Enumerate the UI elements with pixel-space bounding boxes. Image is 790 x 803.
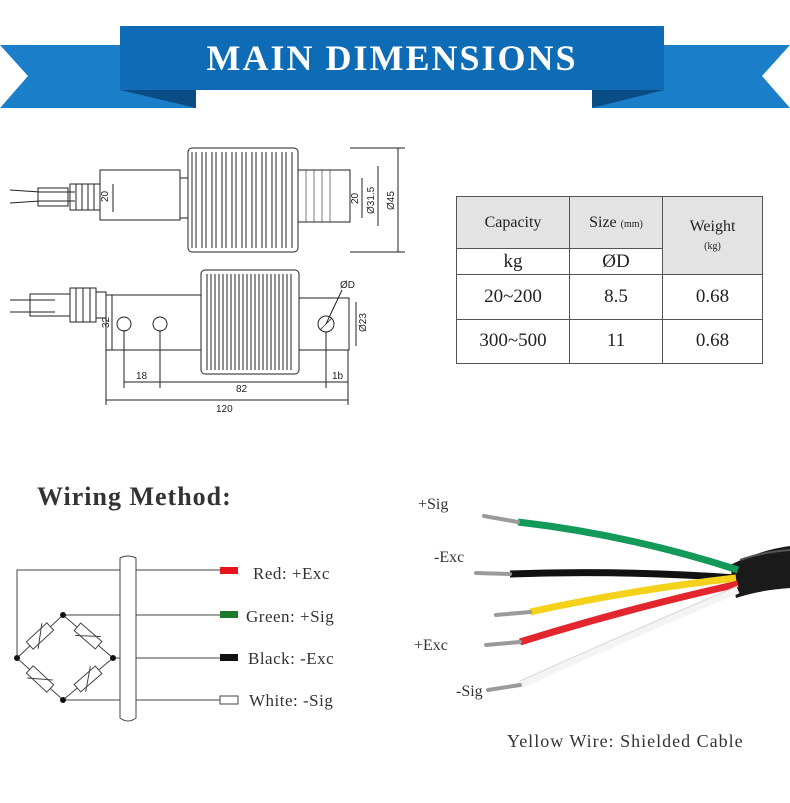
- header-weight: Weight(kg): [662, 195, 763, 276]
- wire-black: [509, 569, 737, 582]
- node-bottom: [60, 697, 66, 703]
- dim-82: 82: [236, 384, 248, 395]
- top-connector: [69, 183, 101, 211]
- mount-hole-2: [152, 316, 168, 332]
- top-end-cap: [297, 169, 351, 223]
- spec-table: Capacity Size (mm) Weight(kg) kg ØD 20~2…: [456, 195, 763, 365]
- wire-white: [518, 586, 740, 689]
- node-top: [60, 612, 66, 618]
- top-cable-sleeve: [37, 187, 69, 207]
- dim-18: 18: [136, 371, 148, 382]
- wiring-title: Wiring Method:: [37, 482, 232, 511]
- cable-label-minus-sig: -Sig: [456, 683, 483, 700]
- dim-23: Ø23: [358, 313, 369, 332]
- bridge-diamond: [16, 614, 114, 701]
- table-row: 20~200 8.5 0.68: [456, 274, 763, 320]
- dim-1b: 1b: [332, 371, 344, 382]
- resistor-3: [25, 665, 55, 693]
- cable-illustration: [474, 514, 790, 692]
- wire-label-white: White: -Sig: [249, 691, 334, 710]
- wire-swatch-green: [220, 611, 238, 618]
- dim-45: Ø45: [386, 191, 397, 210]
- wire-swatch-red: [220, 567, 238, 574]
- resistor-2: [73, 622, 103, 650]
- dim-20-right: 20: [350, 192, 361, 204]
- wire-label-green: Green: +Sig: [246, 607, 335, 626]
- top-cable: [9, 189, 75, 193]
- subheader-unit: kg: [456, 248, 570, 276]
- wire-tips: [474, 514, 532, 692]
- mount-hole-1: [116, 316, 132, 332]
- banner-center: [120, 26, 664, 90]
- dim-od: ØD: [340, 280, 355, 291]
- header-size: Size (mm): [569, 195, 663, 250]
- header-capacity: Capacity: [456, 195, 570, 250]
- side-fins: [200, 269, 300, 375]
- banner-title: MAIN DIMENSIONS: [206, 38, 578, 78]
- node-right: [110, 655, 116, 661]
- node-left: [14, 655, 20, 661]
- wire-swatch-black: [220, 654, 238, 661]
- top-fins: [187, 147, 299, 253]
- wire-swatch-white: [219, 695, 239, 705]
- wire-red: [518, 580, 739, 646]
- top-body: [99, 169, 181, 221]
- banner-right-fold: [592, 90, 664, 108]
- wire-label-black: Black: -Exc: [248, 649, 335, 668]
- dim-120: 120: [216, 404, 233, 415]
- banner-graphic: [0, 26, 790, 108]
- cable-sheath: [119, 555, 137, 722]
- side-end-block: [298, 297, 350, 351]
- cable-label-minus-exc: -Exc: [434, 549, 465, 566]
- resistor-1: [25, 622, 55, 650]
- side-cable-sleeve: [29, 293, 71, 317]
- bridge-diagram: [14, 555, 239, 722]
- wire-yellow: [529, 574, 737, 616]
- resistor-4: [73, 665, 103, 693]
- shielded-cable-note: Yellow Wire: Shielded Cable: [507, 731, 744, 751]
- cable-label-plus-exc: +Exc: [414, 637, 448, 654]
- banner-left-fold: [120, 90, 196, 108]
- cable-label-plus-sig: +Sig: [418, 496, 449, 513]
- dimension-drawing: 20 20 Ø31.5 Ø45 32: [9, 147, 405, 415]
- subheader-diameter: ØD: [569, 248, 663, 276]
- table-row: 300~500 11 0.68: [456, 318, 763, 365]
- dim-31-5: Ø31.5: [366, 186, 377, 214]
- wire-green: [517, 518, 740, 574]
- wire-label-red: Red: +Exc: [253, 564, 330, 583]
- dim-20-left: 20: [100, 190, 111, 202]
- dim-32: 32: [101, 316, 112, 328]
